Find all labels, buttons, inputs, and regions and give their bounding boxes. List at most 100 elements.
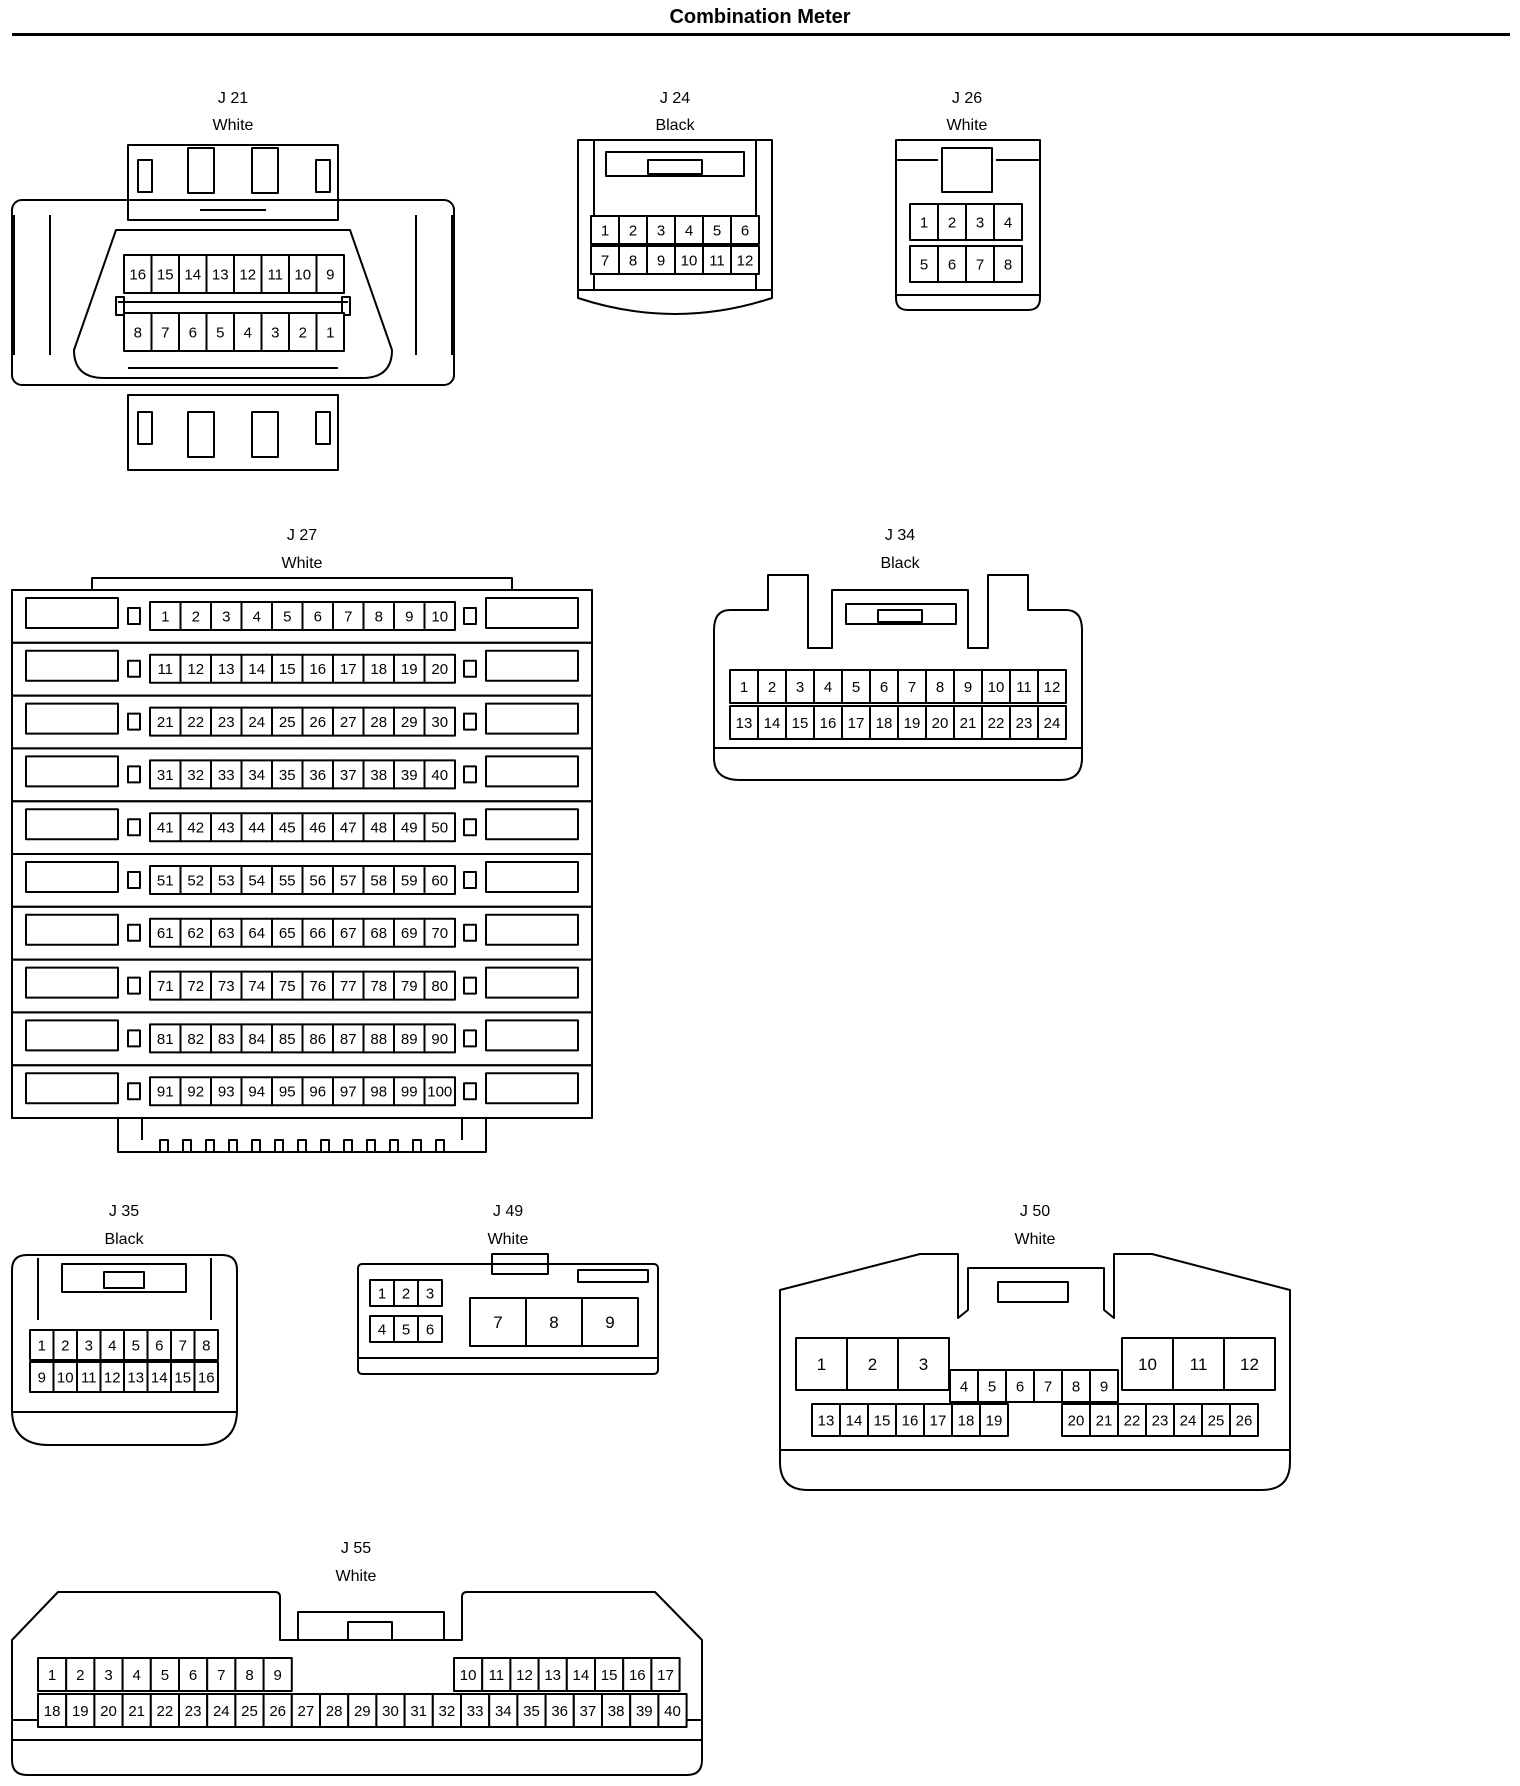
connector-j49-name: J 49 [493,1203,523,1220]
pin-label: 68 [370,925,387,942]
pin-j27-25: 25 [271,706,304,737]
pin-j50-19: 19 [979,1403,1009,1437]
pin-j55-29: 29 [347,1693,378,1728]
pin-j50-12: 12 [1223,1337,1276,1391]
pin-j26-4: 4 [993,203,1023,241]
pin-label: 82 [187,1031,204,1048]
pin-j55-12: 12 [509,1657,540,1692]
pin-j35-13: 13 [123,1361,149,1393]
pin-label: 30 [431,714,448,731]
pin-j55-7: 7 [206,1657,237,1692]
pin-label: 3 [104,1667,112,1684]
pin-j50-6: 6 [1005,1369,1035,1403]
pin-j35-15: 15 [170,1361,196,1393]
pin-label: 7 [217,1667,225,1684]
pin-label: 18 [370,661,387,678]
pin-j27-47: 47 [332,812,365,843]
pin-j21-1: 1 [315,312,345,352]
pin-label: 1 [161,608,169,625]
pin-label: 28 [370,714,387,731]
pin-label: 16 [198,1369,215,1386]
pin-label: 11 [1016,679,1032,696]
pin-label: 5 [713,222,721,239]
pin-j34-6: 6 [869,669,899,704]
pin-label: 7 [1044,1378,1052,1395]
pin-label: 54 [248,872,265,889]
pin-j55-10: 10 [453,1657,484,1692]
pin-j34-16: 16 [813,705,843,740]
pin-j27-95: 95 [271,1076,304,1107]
pin-label: 20 [431,661,448,678]
pin-j27-28: 28 [362,706,395,737]
pin-j24-10: 10 [674,245,704,275]
pin-j50-8: 8 [1061,1369,1091,1403]
pin-label: 10 [988,679,1005,696]
pin-label: 9 [1100,1378,1108,1395]
pin-j26-8: 8 [993,245,1023,283]
pin-j24-7: 7 [590,245,620,275]
pin-label: 21 [960,715,977,732]
connector-j50-color: White [1015,1231,1056,1248]
pin-label: 19 [401,661,418,678]
pin-j27-14: 14 [240,653,273,684]
pin-j27-11: 11 [149,653,182,684]
pin-j27-44: 44 [240,812,273,843]
connector-j34-housing [713,574,1083,781]
pin-j27-97: 97 [332,1076,365,1107]
pin-j27-76: 76 [301,970,334,1001]
pin-label: 4 [1004,214,1012,231]
pin-j49-4: 4 [369,1315,395,1343]
pin-j50-3: 3 [897,1337,950,1391]
pin-label: 8 [936,679,944,696]
pin-label: 99 [401,1084,418,1101]
pin-j27-70: 70 [423,917,456,948]
pin-j34-8: 8 [925,669,955,704]
pin-label: 80 [431,978,448,995]
pin-j21-8: 8 [123,312,153,352]
pin-j49-7: 7 [469,1297,527,1347]
pin-j27-35: 35 [271,759,304,790]
pin-label: 21 [1096,1412,1113,1429]
pin-j27-1: 1 [149,601,182,631]
pin-j34-12: 12 [1037,669,1067,704]
pin-label: 4 [824,679,832,696]
pin-label: 17 [848,715,865,732]
pin-j27-85: 85 [271,1023,304,1054]
pin-j27-40: 40 [423,759,456,790]
pin-label: 95 [279,1084,296,1101]
pin-j27-5: 5 [271,601,304,631]
pin-label: 13 [818,1412,835,1429]
pin-j27-42: 42 [179,812,212,843]
pin-label: 9 [405,608,413,625]
pin-j27-45: 45 [271,812,304,843]
pin-j55-15: 15 [594,1657,625,1692]
pin-label: 7 [179,1337,187,1354]
pin-j27-39: 39 [393,759,426,790]
pin-j50-13: 13 [811,1403,841,1437]
pin-label: 31 [157,767,174,784]
pin-label: 7 [161,324,169,341]
pin-j34-7: 7 [897,669,927,704]
pin-label: 35 [523,1703,540,1720]
pin-j55-13: 13 [537,1657,568,1692]
pin-label: 3 [796,679,804,696]
pin-label: 4 [960,1378,968,1395]
pin-j50-5: 5 [977,1369,1007,1403]
pin-j55-8: 8 [234,1657,265,1692]
pin-j55-25: 25 [234,1693,265,1728]
pin-j35-3: 3 [76,1329,102,1361]
pin-j27-62: 62 [179,917,212,948]
pin-j27-89: 89 [393,1023,426,1054]
pin-label: 58 [370,872,387,889]
pin-label: 70 [431,925,448,942]
pin-j27-88: 88 [362,1023,395,1054]
pin-label: 5 [283,608,291,625]
pin-j35-9: 9 [29,1361,55,1393]
